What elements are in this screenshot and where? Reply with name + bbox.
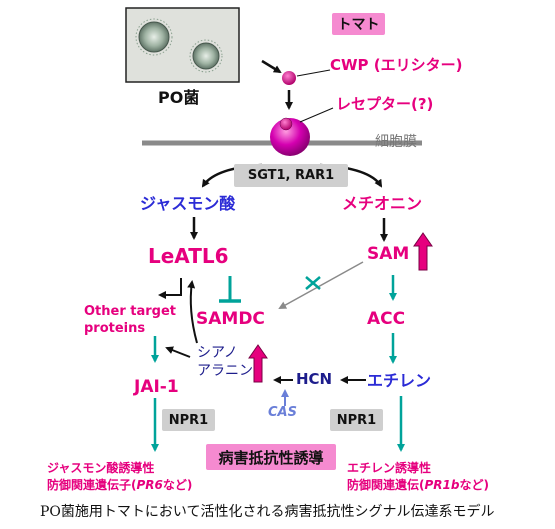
- pointer-receptor: [299, 107, 334, 123]
- et-genes-prefix: 防御関連遺伝(: [347, 478, 425, 492]
- arrow-sam-to-samdc: [278, 261, 364, 309]
- npr1-right-box: NPR1: [330, 409, 383, 431]
- other-targets-line2: proteins: [84, 321, 146, 336]
- cwp-elicitor-ball: [282, 71, 296, 85]
- methionine-label: メチオニン: [342, 194, 423, 213]
- cyanoalanine-line1: シアノ: [197, 345, 238, 361]
- other-targets-line1: Other target: [84, 304, 177, 319]
- po-fungus-label: PO菌: [158, 88, 200, 107]
- et-genes-line2: 防御関連遺伝(PR1bなど): [347, 479, 489, 491]
- cwp-label: CWP (エリシター): [330, 56, 463, 74]
- leatl6-label: LeATL6: [148, 244, 229, 268]
- receptor-label: レセプター(?): [336, 95, 434, 113]
- sam-label: SAM: [367, 244, 410, 264]
- disease-resistance-box: 病害抵抗性誘導: [206, 444, 336, 470]
- arrow-cyanoalanine-to-leatl6: [187, 280, 198, 344]
- jai1-label: JAI-1: [134, 377, 179, 397]
- acc-label: ACC: [367, 309, 406, 329]
- ja-genes-line2: 防御関連遺伝子(PR6など): [47, 479, 192, 491]
- hcn-label: HCN: [296, 370, 333, 388]
- cas-label: CAS: [268, 405, 297, 420]
- ethylene-label: エチレン: [367, 371, 432, 390]
- cross-mark-icon: [305, 276, 321, 290]
- diagram-caption: PO菌施用トマトにおいて活性化される病害抵抗性シグナル伝達系モデル: [40, 504, 495, 520]
- npr1-left-label: NPR1: [168, 412, 209, 428]
- arrow-leatl6-to-other-targets: [158, 278, 182, 299]
- ja-genes-line1: ジャスモン酸誘導性: [47, 461, 155, 475]
- arrow-to-cwp: [261, 59, 282, 74]
- npr1-right-label: NPR1: [336, 412, 377, 428]
- inhibition-leatl6-samdc: [219, 276, 241, 303]
- ja-genes-suffix: など): [162, 478, 193, 492]
- po-fungus-micrograph: [125, 7, 240, 83]
- receptor-ball: [270, 118, 310, 156]
- pointer-cwp: [296, 69, 331, 77]
- tomato-label: トマト: [337, 17, 380, 33]
- samdc-increase-arrow-icon: [248, 344, 268, 383]
- sgt1-rar1-box: SGT1, RAR1: [234, 164, 348, 187]
- arrow-cyanoalanine-to-other: [165, 346, 191, 358]
- sam-increase-arrow-icon: [413, 232, 433, 271]
- disease-resistance-label: 病害抵抗性誘導: [218, 448, 324, 467]
- et-genes-suffix: など): [459, 478, 489, 492]
- npr1-left-box: NPR1: [162, 409, 215, 431]
- ja-genes-gene: PR6: [136, 478, 163, 492]
- cyanoalanine-line2: アラニン: [197, 363, 253, 379]
- membrane-label: 細胞膜: [375, 134, 417, 150]
- et-genes-gene: PR1b: [424, 478, 460, 492]
- tomato-label-box: トマト: [332, 13, 385, 35]
- et-genes-line1: エチレン誘導性: [347, 461, 432, 475]
- sgt1-rar1-label: SGT1, RAR1: [247, 168, 335, 183]
- jasmonic-acid-label: ジャスモン酸: [140, 194, 236, 213]
- ja-genes-prefix: 防御関連遺伝子(: [47, 478, 137, 492]
- samdc-label: SAMDC: [196, 309, 265, 329]
